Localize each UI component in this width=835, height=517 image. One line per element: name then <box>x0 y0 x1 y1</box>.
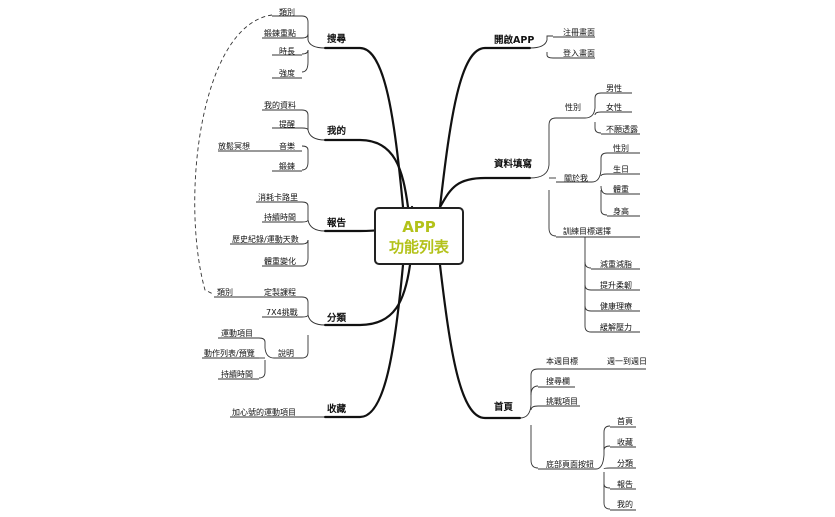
bottom-buttons-label: 底部頁面按鈕 <box>546 460 594 469</box>
center-title-line1: APP <box>402 218 436 236</box>
report-item: 持續時間 <box>264 213 296 222</box>
bottom-button-item: 首頁 <box>617 417 633 426</box>
gender-item: 女性 <box>606 103 622 112</box>
explain-item: 運動項目 <box>221 329 253 338</box>
open-app-item: 注冊畫面 <box>563 28 595 37</box>
report-item: 消耗卡路里 <box>258 193 298 202</box>
bottom-button-item: 報告 <box>617 480 633 489</box>
search-item: 鍛鍊重點 <box>264 29 296 38</box>
about-item: 性別 <box>613 144 629 153</box>
goal-item: 減重減脂 <box>600 260 632 269</box>
mine-item: 我的資料 <box>264 101 296 110</box>
explain-item: 持續時間 <box>221 370 253 379</box>
goal-item: 緩解壓力 <box>600 323 632 332</box>
center-title-line2: 功能列表 <box>388 238 449 256</box>
music-subitem: 放鬆冥想 <box>218 142 250 151</box>
branch-category: 分類 <box>327 313 347 324</box>
bottom-button-item: 我的 <box>617 500 633 509</box>
branch-home: 首頁 <box>494 402 514 413</box>
week-goal-value: 週一到週日 <box>607 357 647 366</box>
goal-item: 提升柔韌 <box>600 281 632 290</box>
goal-label: 訓練目標選擇 <box>563 227 611 236</box>
home-item: 挑戰項目 <box>546 397 578 406</box>
about-label: 關於我 <box>564 174 588 183</box>
home-item: 搜尋欄 <box>546 377 570 386</box>
bottom-button-item: 分類 <box>617 459 633 468</box>
category-explain: 說明 <box>278 349 294 358</box>
explain-item: 動作列表/預覽 <box>204 349 255 358</box>
branch-report: 報告 <box>327 218 347 229</box>
branch-open-app: 開啟APP <box>494 35 535 46</box>
mine-item: 提醒 <box>279 120 295 129</box>
open-app-item: 登入畫面 <box>563 49 595 58</box>
report-item: 歷史紀錄/運動天數 <box>232 235 299 244</box>
center-node: APP 功能列表 <box>374 207 464 265</box>
report-item: 體重變化 <box>264 257 296 266</box>
about-item: 體重 <box>613 185 629 194</box>
mine-item: 鍛鍊 <box>279 162 295 171</box>
gender-item: 不願透露 <box>606 125 638 134</box>
gender-label: 性別 <box>565 103 581 112</box>
week-goal-label: 本週目標 <box>546 357 578 366</box>
about-item: 身高 <box>613 207 629 216</box>
branch-search: 搜尋 <box>327 34 347 45</box>
category-item: 定製課程 <box>264 288 296 297</box>
search-item: 強度 <box>279 69 295 78</box>
search-item: 類別 <box>279 8 295 17</box>
branch-mine: 我的 <box>327 126 347 137</box>
branch-favorite: 收藏 <box>327 404 347 415</box>
category-item: 7X4挑戰 <box>266 308 298 317</box>
goal-item: 健康理療 <box>600 302 632 311</box>
mine-item: 音樂 <box>279 142 295 151</box>
search-item: 時長 <box>279 47 295 56</box>
category-item: 類別 <box>217 288 233 297</box>
bottom-button-item: 收藏 <box>617 438 633 447</box>
favorite-item: 加心號的運動項目 <box>232 408 296 417</box>
gender-item: 男性 <box>606 84 622 93</box>
branch-fill-data: 資料填寫 <box>494 159 533 170</box>
about-item: 生日 <box>613 165 629 174</box>
